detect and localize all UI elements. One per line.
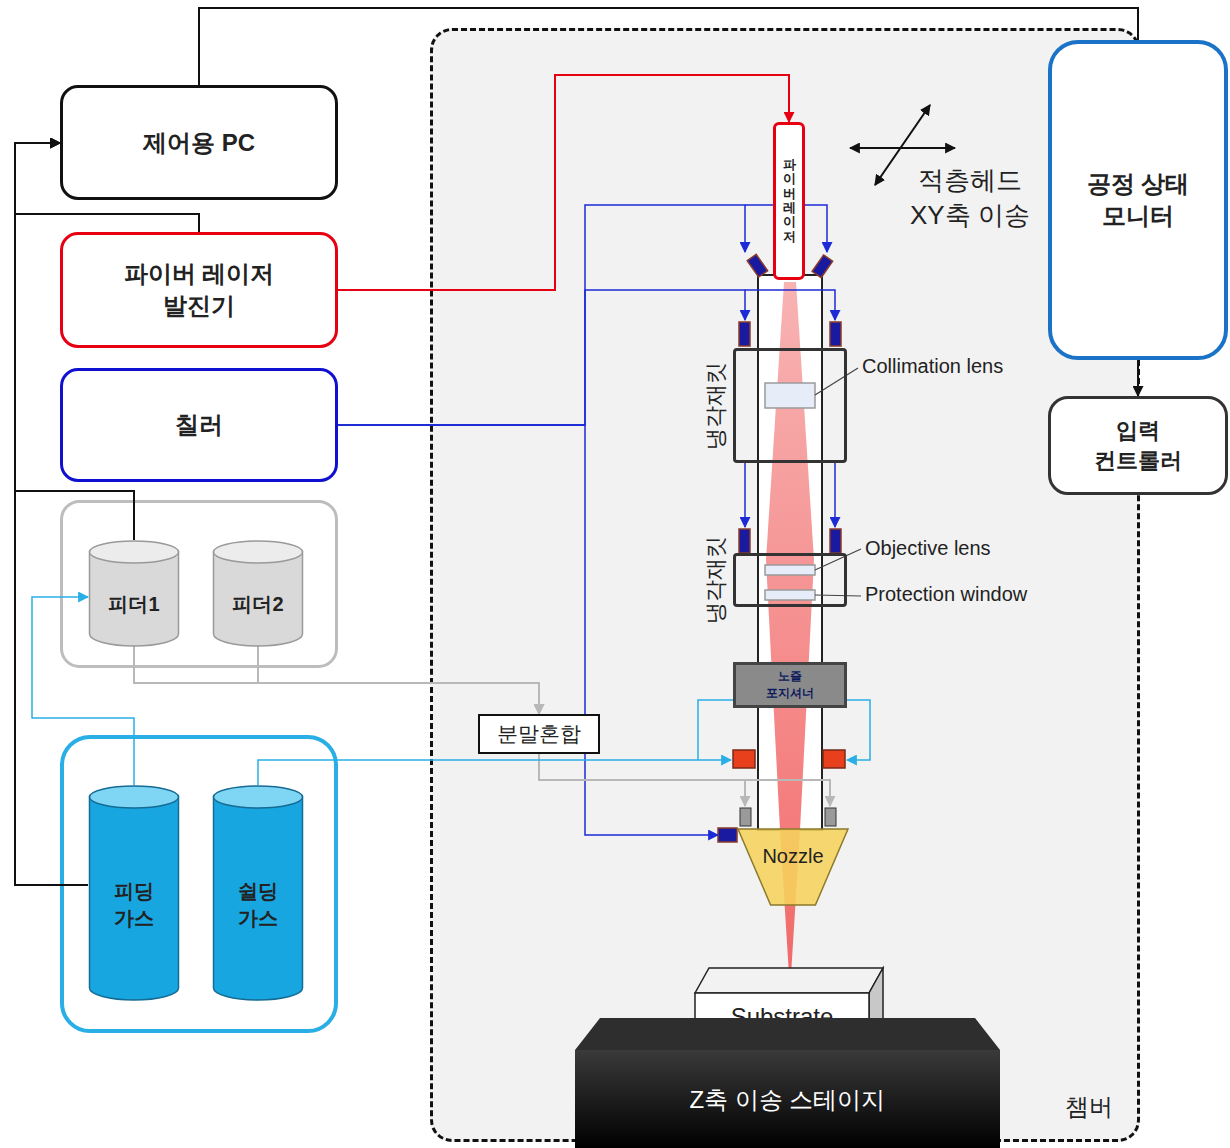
chamber-region: 챔버파이버레이저냉각재킷냉각재킷노즐 포지셔너분말혼합NozzleSubstra… bbox=[430, 28, 1140, 1142]
node-label: 분말혼합 bbox=[497, 720, 581, 748]
part-label: Objective lens bbox=[865, 537, 991, 560]
z-stage-shape bbox=[575, 1018, 1000, 1148]
leader-line bbox=[815, 368, 858, 395]
connector bbox=[15, 143, 134, 540]
node-label: Nozzle bbox=[762, 845, 823, 868]
control-box: 제어용 PC bbox=[60, 85, 338, 200]
motion-label: 적층헤드 XY축 이송 bbox=[895, 163, 1045, 233]
monitor-box: 공정 상태 모니터 bbox=[1048, 40, 1228, 360]
collimation-lens bbox=[765, 383, 815, 408]
gas-group bbox=[62, 737, 336, 1031]
node-label: 냉각재킷 bbox=[701, 536, 731, 624]
connector bbox=[338, 290, 745, 425]
shielding-blocks bbox=[733, 750, 845, 768]
powder-branch bbox=[745, 780, 830, 806]
leader-line bbox=[815, 549, 861, 570]
node-label: 제어용 PC bbox=[143, 127, 255, 159]
connector bbox=[338, 205, 745, 425]
xy-arrow bbox=[875, 105, 930, 185]
feeder-cylinder: 피더1 bbox=[88, 540, 180, 646]
connector bbox=[1137, 360, 1139, 396]
part-label: Collimation lens bbox=[862, 355, 1003, 378]
connector bbox=[15, 143, 199, 232]
connector bbox=[199, 8, 1138, 85]
z-stage: Z축 이송 스테이지 bbox=[575, 1018, 1000, 1148]
laser-box: 파이버 레이저 발진기 bbox=[60, 232, 338, 348]
protection-window bbox=[765, 590, 815, 600]
node-label: 노즐 포지셔너 bbox=[762, 668, 818, 702]
node-label: 칠러 bbox=[175, 409, 223, 441]
feeder-group bbox=[62, 502, 337, 667]
controller-box: 입력 컨트롤러 bbox=[1048, 396, 1228, 495]
nozzle-shape bbox=[737, 828, 849, 906]
powder-mixer: 분말혼합 bbox=[478, 714, 600, 754]
node-label: 챔버 bbox=[1065, 1091, 1113, 1123]
connector bbox=[32, 597, 134, 785]
laser-beam bbox=[766, 282, 814, 975]
node-label: 쉴딩 가스 bbox=[233, 878, 283, 932]
node-label: 냉각재킷 bbox=[701, 362, 731, 450]
leader-line bbox=[815, 595, 861, 596]
powder-ports bbox=[740, 808, 836, 826]
cooling-jacket: 냉각재킷 bbox=[733, 348, 847, 463]
connector bbox=[134, 646, 539, 714]
xy-arrow bbox=[850, 147, 955, 149]
connector bbox=[258, 646, 539, 714]
node-label: 파이버레이저 bbox=[783, 158, 796, 244]
gas-cylinder: 피딩 가스 bbox=[88, 785, 180, 1000]
laser-head: 파이버레이저 bbox=[773, 122, 805, 280]
connector bbox=[258, 760, 731, 785]
gas-cylinder: 쉴딩 가스 bbox=[212, 785, 304, 1000]
chiller-box: 칠러 bbox=[60, 368, 338, 482]
connector bbox=[539, 754, 745, 806]
nozzle-positioner: 노즐 포지셔너 bbox=[733, 662, 847, 708]
connector bbox=[338, 75, 789, 290]
node-label: 피더1 bbox=[108, 591, 159, 618]
node-label: 입력 컨트롤러 bbox=[1083, 416, 1193, 476]
connector bbox=[15, 143, 88, 885]
node-label: 공정 상태 모니터 bbox=[1068, 168, 1208, 232]
cooling-jacket: 냉각재킷 bbox=[733, 553, 847, 607]
connector bbox=[338, 425, 718, 835]
feeder-cylinder: 피더2 bbox=[212, 540, 304, 646]
part-label: Protection window bbox=[865, 583, 1027, 606]
shielding-branch bbox=[698, 700, 870, 760]
objective-lens bbox=[765, 565, 815, 575]
connector bbox=[744, 463, 746, 527]
nozzle: Nozzle bbox=[737, 828, 849, 906]
node-label: 피딩 가스 bbox=[109, 878, 159, 932]
node-label: 파이버 레이저 발진기 bbox=[109, 258, 289, 322]
node-label: 피더2 bbox=[232, 591, 283, 618]
coolant-branches bbox=[745, 205, 835, 527]
node-label: Z축 이송 스테이지 bbox=[690, 1084, 886, 1116]
